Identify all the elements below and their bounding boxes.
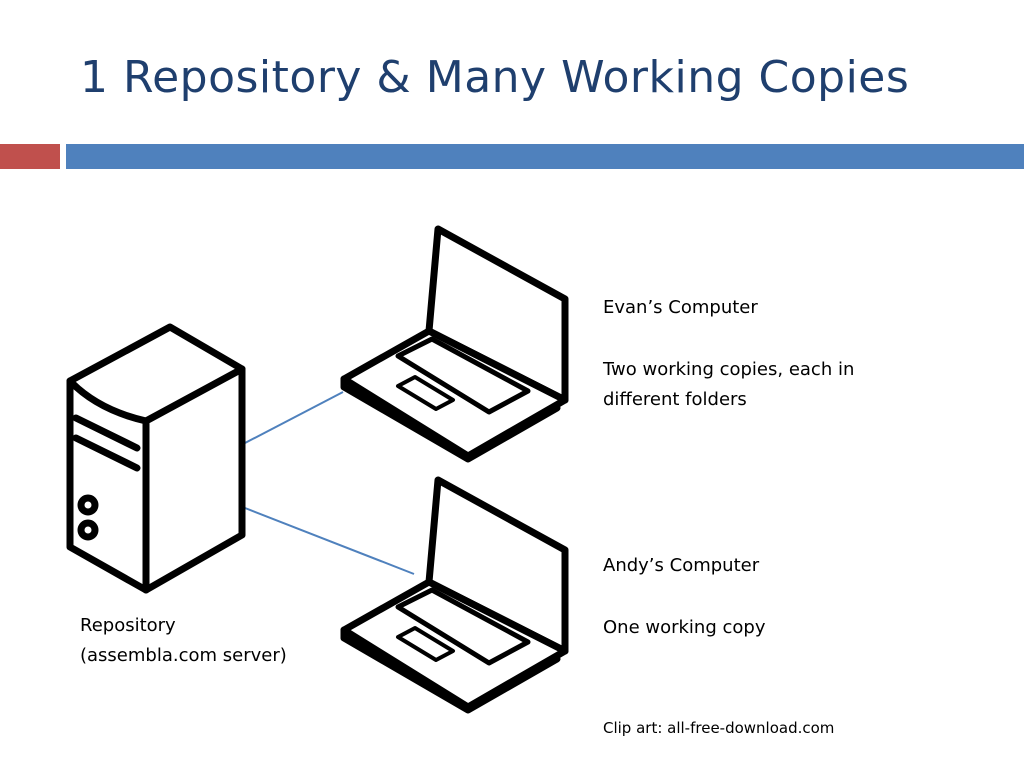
evan-computer-name: Evan’s Computer	[603, 297, 758, 318]
clip-art-credit: Clip art: all-free-download.com	[603, 719, 835, 737]
label-spacer	[603, 323, 854, 355]
evan-computer-label: Evan’s Computer Two working copies, each…	[603, 293, 854, 415]
laptop-icon-evan	[340, 225, 569, 463]
laptop-icon-andy	[340, 476, 569, 714]
connector-line-andy	[244, 507, 415, 575]
andy-computer-desc-line1: One working copy	[603, 617, 766, 638]
label-spacer	[603, 581, 765, 613]
evan-computer-desc-line2: different folders	[603, 389, 747, 410]
server-tower-icon	[66, 323, 246, 594]
repository-label: Repository (assembla.com server)	[80, 611, 287, 671]
andy-computer-label: Andy’s Computer One working copy	[603, 551, 765, 643]
title-accent-bar-red	[0, 144, 60, 169]
title-accent-bar-blue	[66, 144, 1024, 169]
evan-computer-desc-line1: Two working copies, each in	[603, 359, 855, 380]
repository-label-line1: Repository	[80, 615, 176, 636]
repository-label-line2: (assembla.com server)	[80, 645, 287, 666]
andy-computer-name: Andy’s Computer	[603, 555, 760, 576]
connector-line-evan	[244, 391, 344, 444]
slide-title: 1 Repository & Many Working Copies	[80, 52, 910, 103]
